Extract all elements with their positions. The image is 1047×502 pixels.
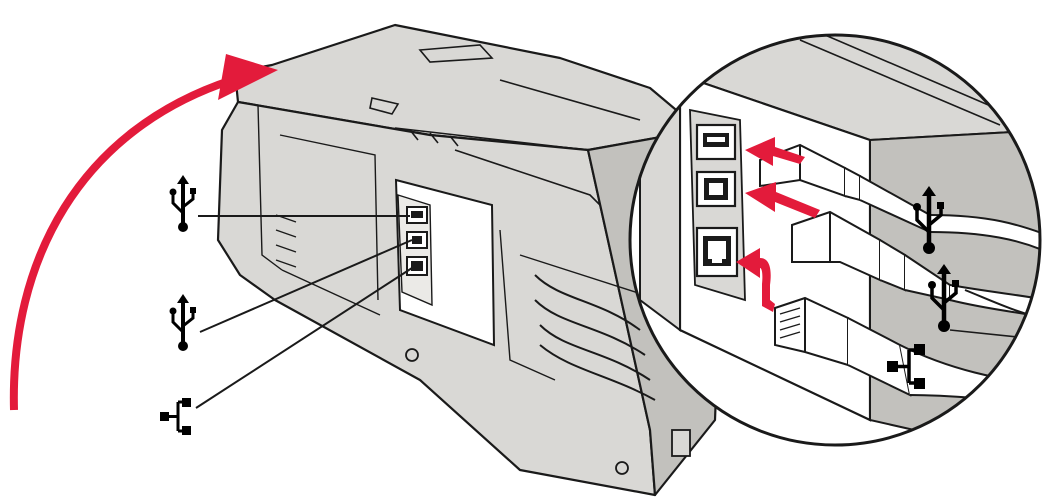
usb-b-leader (199, 239, 413, 333)
network-icon (160, 398, 191, 435)
inset-arrows (736, 137, 820, 312)
usb-icon (169, 175, 196, 232)
usb-icon (928, 264, 959, 332)
inset-frame (628, 33, 1042, 447)
inset-usb-a-port (695, 123, 737, 161)
ethernet-leader (195, 267, 413, 409)
rear-port-panel (394, 178, 496, 347)
usb-icon (913, 186, 944, 254)
network-icon (887, 344, 925, 389)
printer-cables (534, 274, 656, 401)
rotate-arrow (9, 54, 278, 411)
inset-ethernet-port (695, 226, 739, 278)
inset-usb-b-port (695, 170, 737, 208)
printer-top-details (369, 44, 641, 206)
leader-lines (195, 215, 413, 409)
printer-feet (405, 348, 691, 475)
usb-icon (169, 294, 196, 351)
